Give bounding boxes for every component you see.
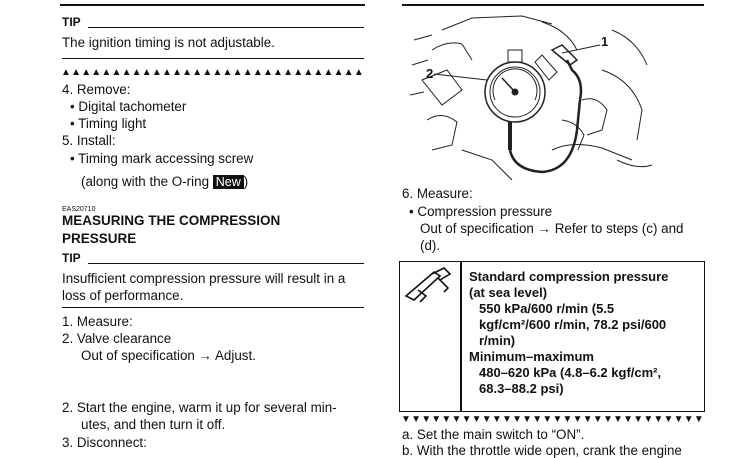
caliper-icon: [404, 267, 452, 303]
step-2-continued: utes, and then turn it off.: [81, 417, 226, 432]
tip-label: TIP: [62, 15, 81, 29]
step-3-disconnect: 3. Disconnect:: [62, 435, 147, 450]
tip-text: The ignition timing is not adjustable.: [62, 35, 275, 50]
bullet-timing-light: • Timing light: [70, 116, 147, 131]
bullet-compression-pressure: • Compression pressure: [409, 204, 553, 219]
spec-title-2: (at sea level): [469, 285, 548, 300]
spec-std-1: 550 kPa/600 r/min (5.5: [479, 301, 615, 316]
tip-end-rule: [62, 58, 364, 59]
tip-rule-2: [88, 263, 364, 264]
specification-box: Standard compression pressure (at sea le…: [399, 261, 705, 412]
callout-1: 1: [601, 34, 608, 49]
tip-label-2: TIP: [62, 251, 81, 265]
spec-title-1: Standard compression pressure: [469, 269, 669, 284]
bullet-digital-tachometer: • Digital tachometer: [70, 99, 187, 114]
out-of-spec-adjust: Out of specification → Adjust.: [81, 348, 256, 363]
step-4: 4. Remove:: [62, 82, 131, 97]
section-title-line-1: MEASURING THE COMPRESSION: [62, 213, 281, 228]
tip-rule: [88, 27, 364, 28]
step-a: a. Set the main switch to “ON”.: [402, 427, 585, 442]
tip2-line-1: Insufficient compression pressure will r…: [62, 271, 346, 286]
out-of-spec-line-2: (d).: [420, 238, 441, 253]
spec-minmax-1: 480–620 kPa (4.8–6.2 kgf/cm²,: [479, 365, 662, 380]
tip2-end-rule: [62, 307, 364, 308]
step-6-measure: 6. Measure:: [402, 186, 473, 201]
o-ring-text: (along with the O-ring: [81, 174, 210, 189]
step-b: b. With the throttle wide open, crank th…: [402, 443, 682, 458]
section-title-line-2: PRESSURE: [62, 231, 137, 246]
o-ring-line: (along with the O-ring New): [81, 174, 248, 189]
compression-gauge-illustration: 1 2: [409, 15, 653, 181]
top-rule-left: [60, 4, 365, 6]
callout-2: 2: [426, 66, 433, 81]
step-2-start-engine: 2. Start the engine, warm it up for seve…: [62, 400, 337, 415]
new-part-badge: New: [212, 175, 244, 189]
section-code: EAS20710: [62, 206, 96, 213]
out-of-spec-line-1: Out of specification → Refer to steps (c…: [420, 221, 684, 236]
spec-std-2: kgf/cm²/600 r/min, 78.2 psi/600: [479, 317, 667, 332]
top-rule-right: [402, 4, 704, 6]
tip2-line-2: loss of performance.: [62, 288, 184, 303]
o-ring-close: ): [243, 174, 249, 189]
step-5: 5. Install:: [62, 133, 116, 148]
triangle-marker-row: ▲▲▲▲▲▲▲▲▲▲▲▲▲▲▲▲▲▲▲▲▲▲▲▲▲▲▲▲▲▲▲▲▲▲▲▲▲▲▲▲…: [61, 67, 365, 78]
step-1-measure: 1. Measure:: [62, 314, 133, 329]
bullet-timing-mark-screw: • Timing mark accessing screw: [70, 151, 254, 166]
step-2-valve-clearance: 2. Valve clearance: [62, 331, 172, 346]
spec-minmax-2: 68.3–88.2 psi): [479, 381, 564, 396]
triangle-down-marker-row: ▼▼▼▼▼▼▼▼▼▼▼▼▼▼▼▼▼▼▼▼▼▼▼▼▼▼▼▼▼▼▼▼▼▼▼▼▼▼▼▼…: [401, 414, 704, 425]
spec-std-3: r/min): [479, 333, 516, 348]
spec-box-divider: [460, 262, 462, 411]
spec-minmax-label: Minimum–maximum: [469, 349, 594, 364]
